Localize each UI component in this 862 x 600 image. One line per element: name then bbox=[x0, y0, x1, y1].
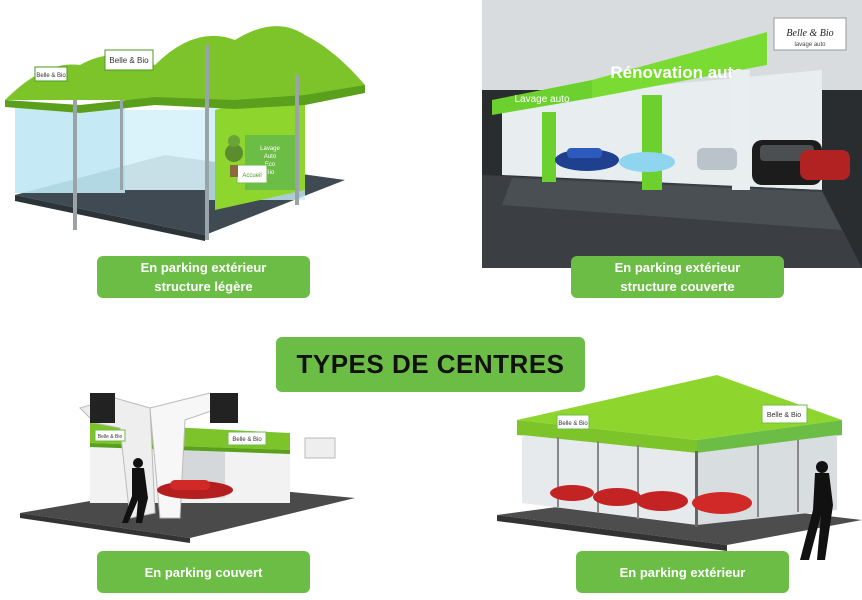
covered-structure-image: Lavage auto Rénovation auto Belle & Bio … bbox=[482, 0, 862, 268]
centre-label-line2: structure légère bbox=[154, 279, 253, 294]
tent-brand-2: Belle & Bio bbox=[109, 56, 149, 65]
page-title: TYPES DE CENTRES bbox=[276, 337, 585, 392]
centre-label-line1: En parking extérieur bbox=[619, 564, 746, 580]
accueil-text: Accueil bbox=[242, 173, 261, 179]
centre-label-line1: En parking extérieur bbox=[140, 260, 267, 275]
tent-structure-image: Belle & Bio Belle & Bio Lavage Auto Eco … bbox=[5, 5, 365, 250]
parking-couvert-image: Belle & Bio Belle & Bio bbox=[20, 388, 355, 543]
tent-brand-1: Belle & Bio bbox=[36, 73, 66, 79]
centre-label-line1: En parking couvert bbox=[144, 564, 263, 580]
centre-label-covered-structure: En parking extérieur structure couverte bbox=[571, 256, 784, 298]
centre-label-covered-parking: En parking couvert bbox=[97, 551, 310, 593]
outdoor-brand-2: Belle & Bio bbox=[767, 412, 801, 419]
centre-label-light-structure: En parking extérieur structure légère bbox=[97, 256, 310, 298]
covered-brand-sub: lavage auto bbox=[794, 42, 826, 48]
centre-label-line1: En parking extérieur bbox=[614, 260, 741, 275]
parking-brand-2: Belle & Bio bbox=[232, 437, 262, 443]
stand-word-2: Auto bbox=[264, 154, 277, 160]
stand-word-1: Lavage bbox=[260, 146, 280, 152]
banner-text: Rénovation auto bbox=[610, 63, 743, 82]
parking-exterieur-image: Belle & Bio Belle & Bio bbox=[497, 375, 862, 565]
centre-label-outdoor-parking: En parking extérieur bbox=[576, 551, 789, 593]
stand-word-4: Bio bbox=[266, 170, 275, 176]
banner-small-text: Lavage auto bbox=[514, 94, 569, 105]
centre-label-line2: structure couverte bbox=[620, 279, 735, 294]
stand-word-3: Eco bbox=[265, 162, 276, 168]
covered-brand: Belle & Bio bbox=[786, 28, 833, 39]
parking-brand-1: Belle & Bio bbox=[98, 434, 123, 440]
outdoor-brand-1: Belle & Bio bbox=[558, 421, 588, 427]
